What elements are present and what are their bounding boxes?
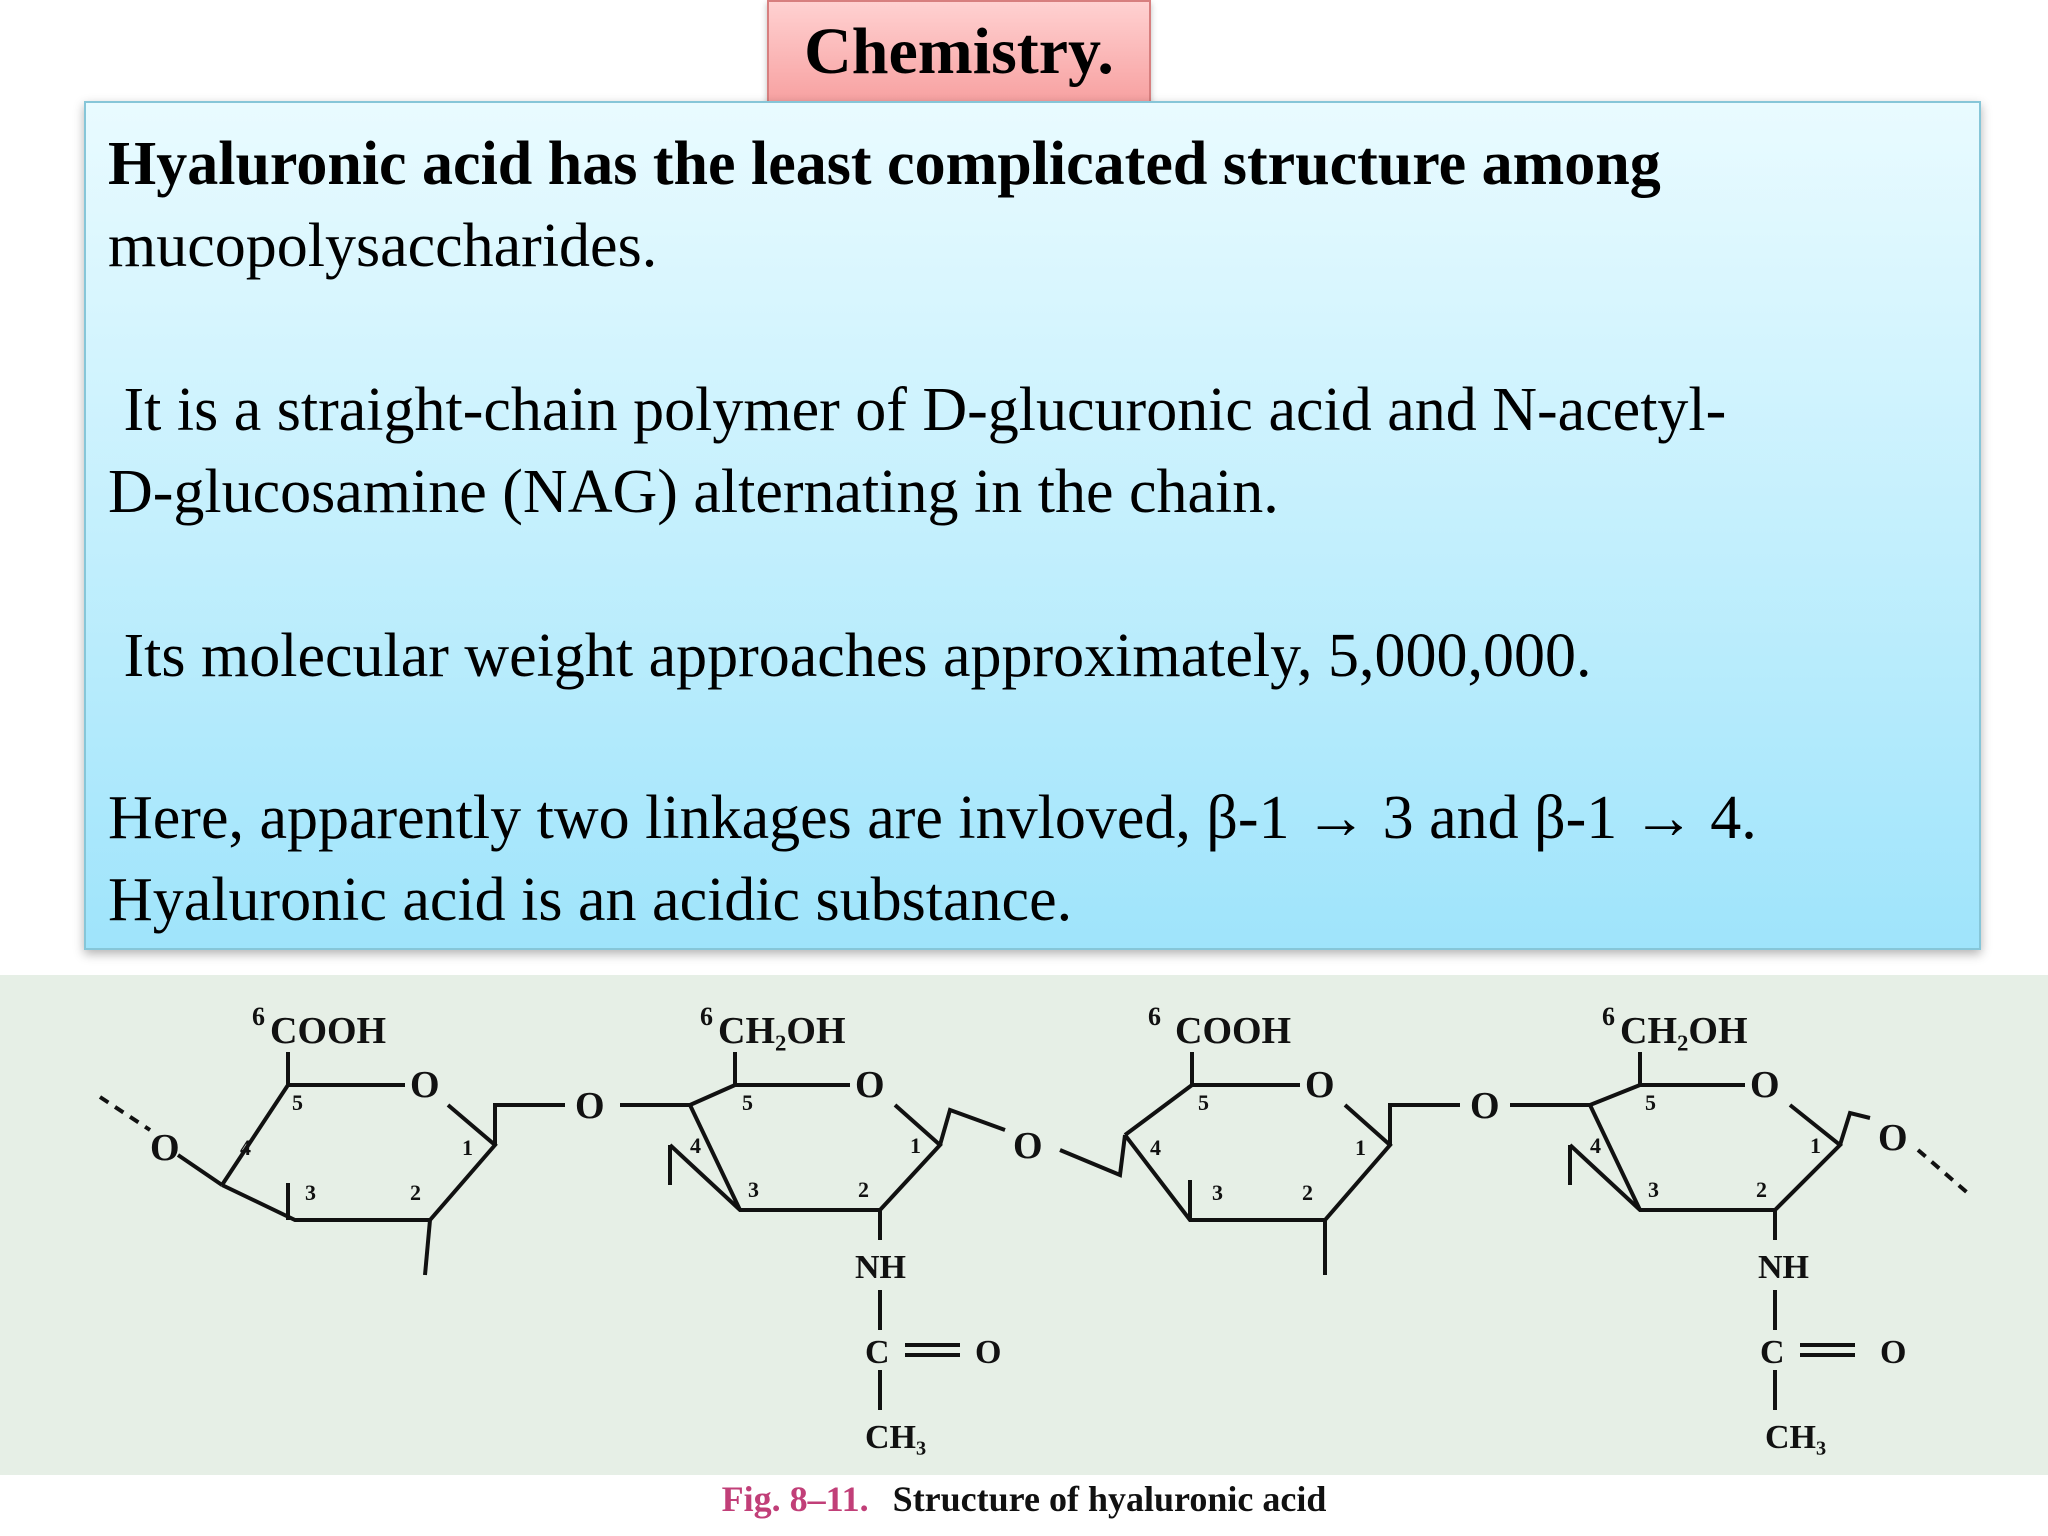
unit-2-carbonyl-carbon: C bbox=[865, 1334, 890, 1371]
unit-1-pos-4: 4 bbox=[240, 1135, 251, 1160]
hyaluronic-acid-structure-diagram: 6 COOH O 5 4 3 2 1 6 CH₂OH O 5 4 3 2 1 N… bbox=[98, 1002, 1972, 1456]
glycosidic-oxygens: O O O O O bbox=[150, 1085, 1908, 1169]
content-panel: Hyaluronic acid has the least complicate… bbox=[84, 101, 1981, 950]
unit-2-pos-4: 4 bbox=[690, 1133, 701, 1158]
terminal-right-oxygen: O bbox=[1878, 1117, 1908, 1159]
unit-2-ring-oxygen: O bbox=[855, 1064, 885, 1106]
unit-4-nh-label: NH bbox=[1758, 1249, 1809, 1286]
unit-2-pos-1: 1 bbox=[910, 1133, 921, 1158]
unit-4-carbon-6: 6 bbox=[1602, 1002, 1615, 1031]
unit-1-pos-5: 5 bbox=[292, 1090, 303, 1115]
structure-figure: 6 COOH O 5 4 3 2 1 6 CH₂OH O 5 4 3 2 1 N… bbox=[0, 975, 2048, 1475]
linkage-1-oxygen: O bbox=[575, 1085, 605, 1127]
paragraph-1-bold: Hyaluronic acid has the least complicate… bbox=[108, 130, 1661, 198]
unit-2-ch3-label: CH₃ bbox=[865, 1419, 926, 1456]
unit-4-labels: 6 CH₂OH O 5 4 3 2 1 NH C O CH₃ bbox=[1590, 1002, 1906, 1456]
unit-3-carbon-6: 6 bbox=[1148, 1002, 1161, 1031]
unit-4-pos-1: 1 bbox=[1810, 1133, 1821, 1158]
unit-2-pos-2: 2 bbox=[858, 1177, 869, 1202]
unit-2-nh-label: NH bbox=[855, 1249, 906, 1286]
unit-2-ch2oh-label: CH₂OH bbox=[718, 1010, 846, 1052]
unit-4-ch2oh-label: CH₂OH bbox=[1620, 1010, 1748, 1052]
unit-1-ring-oxygen: O bbox=[410, 1064, 440, 1106]
terminal-left-oxygen: O bbox=[150, 1127, 180, 1169]
unit-3-pos-1: 1 bbox=[1355, 1135, 1366, 1160]
unit-3-pos-3: 3 bbox=[1212, 1180, 1223, 1205]
unit-1-labels: 6 COOH O 5 4 3 2 1 bbox=[240, 1002, 473, 1205]
unit-4-carbonyl-carbon: C bbox=[1760, 1334, 1785, 1371]
unit-3-pos-5: 5 bbox=[1198, 1090, 1209, 1115]
unit-2-carbonyl-oxygen: O bbox=[975, 1334, 1001, 1371]
paragraph-1-rest: mucopolysaccharides. bbox=[108, 212, 658, 280]
unit-4-ring-oxygen: O bbox=[1750, 1064, 1780, 1106]
unit-2-labels: 6 CH₂OH O 5 4 3 2 1 NH C O CH₃ bbox=[690, 1002, 1001, 1456]
paragraph-2-line-1: It is a straight-chain polymer of D-gluc… bbox=[108, 376, 1727, 444]
unit-4-pos-2: 2 bbox=[1756, 1177, 1767, 1202]
unit-4-pos-5: 5 bbox=[1645, 1090, 1656, 1115]
unit-2-pos-3: 3 bbox=[748, 1177, 759, 1202]
figure-caption-text: Structure of hyaluronic acid bbox=[892, 1479, 1327, 1519]
paragraph-3: Its molecular weight approaches approxim… bbox=[108, 622, 1592, 690]
unit-3-cooh-label: COOH bbox=[1175, 1010, 1291, 1052]
unit-3-pos-4: 4 bbox=[1150, 1135, 1161, 1160]
unit-2-carbon-6: 6 bbox=[700, 1002, 713, 1031]
paragraph-4: Here, apparently two linkages are invlov… bbox=[108, 777, 1757, 941]
unit-4-carbonyl-oxygen: O bbox=[1880, 1334, 1906, 1371]
unit-3-labels: 6 COOH O 5 4 3 2 1 bbox=[1148, 1002, 1366, 1205]
unit-1-pos-1: 1 bbox=[462, 1135, 473, 1160]
figure-caption-number: Fig. 8–11. bbox=[721, 1479, 869, 1519]
unit-1-pos-2: 2 bbox=[410, 1180, 421, 1205]
paragraph-1: Hyaluronic acid has the least complicate… bbox=[108, 123, 1661, 287]
paragraph-4-line-2: Hyaluronic acid is an acidic substance. bbox=[108, 866, 1073, 934]
unit-4-ch3-label: CH₃ bbox=[1765, 1419, 1826, 1456]
linkage-2-oxygen: O bbox=[1013, 1125, 1043, 1167]
unit-4-pos-4: 4 bbox=[1590, 1133, 1601, 1158]
unit-3-ring-oxygen: O bbox=[1305, 1064, 1335, 1106]
slide-title: Chemistry. bbox=[767, 0, 1151, 104]
unit-2-pos-5: 5 bbox=[742, 1090, 753, 1115]
paragraph-4-line-1: Here, apparently two linkages are invlov… bbox=[108, 784, 1757, 852]
paragraph-2: It is a straight-chain polymer of D-gluc… bbox=[108, 369, 1726, 533]
unit-3-pos-2: 2 bbox=[1302, 1180, 1313, 1205]
figure-caption: Fig. 8–11. Structure of hyaluronic acid bbox=[0, 1478, 2048, 1536]
unit-1-cooh-label: COOH bbox=[270, 1010, 386, 1052]
linkage-3-oxygen: O bbox=[1470, 1085, 1500, 1127]
unit-1-pos-3: 3 bbox=[305, 1180, 316, 1205]
unit-1-carbon-6: 6 bbox=[252, 1002, 265, 1031]
paragraph-2-line-2: D-glucosamine (NAG) alternating in the c… bbox=[108, 458, 1279, 526]
structure-bonds bbox=[98, 1052, 1972, 1410]
unit-4-pos-3: 3 bbox=[1648, 1177, 1659, 1202]
